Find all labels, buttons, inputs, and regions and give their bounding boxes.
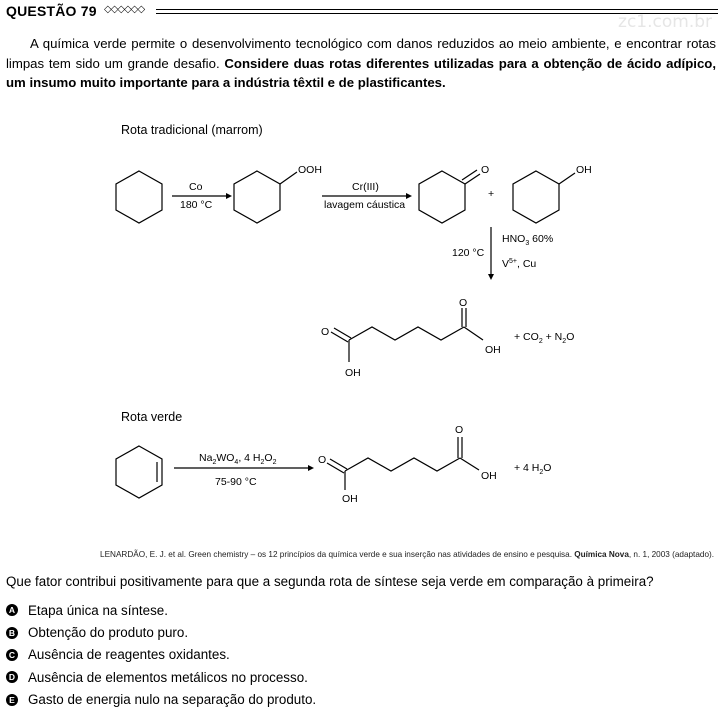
byproducts-route1: + CO2 + N2O bbox=[514, 331, 574, 345]
cyclohexane-ring bbox=[115, 170, 163, 224]
option-c-text: Ausência de reagentes oxidantes. bbox=[28, 647, 230, 663]
arrow-step-1-head bbox=[226, 193, 232, 199]
ooh-bond bbox=[279, 171, 298, 185]
alcohol-oh-label: OH bbox=[576, 164, 592, 176]
cyclohexanone-ring bbox=[418, 170, 466, 224]
answer-options: A Etapa única na síntese. B Obtenção do pr… bbox=[6, 599, 316, 711]
cyclohexanol-ring bbox=[512, 170, 560, 224]
oh-bond bbox=[558, 172, 576, 185]
carbonyl-bond-b bbox=[461, 169, 478, 181]
header-rule-top bbox=[156, 9, 718, 10]
option-d-text: Ausência de elementos metálicos no proce… bbox=[28, 669, 308, 685]
option-a-badge: A bbox=[6, 604, 18, 617]
option-b-text: Obtenção do produto puro. bbox=[28, 625, 189, 641]
step1-temperature: 180 °C bbox=[180, 199, 213, 211]
route-traditional-title: Rota tradicional (marrom) bbox=[121, 123, 263, 137]
acid1-o-right: O bbox=[459, 297, 467, 309]
option-d-badge: D bbox=[6, 671, 18, 684]
option-e-badge: E bbox=[6, 693, 18, 706]
arrow-green-head bbox=[308, 465, 314, 471]
cyclohexene-ring bbox=[115, 445, 163, 499]
option-e[interactable]: E Gasto de energia nulo na separação do p… bbox=[6, 689, 316, 711]
option-c-badge: C bbox=[6, 648, 18, 661]
header-ornament: ◇◇◇◇◇◇ bbox=[104, 4, 145, 15]
acid2-o-right: O bbox=[455, 424, 463, 436]
source-citation: LENARDÃO, E. J. et al. Green chemistry –… bbox=[100, 550, 714, 559]
acid1-oh-right: OH bbox=[485, 344, 501, 356]
question-text: Que fator contribui positivamente para q… bbox=[6, 574, 654, 589]
adipic-acid-route1 bbox=[330, 308, 484, 362]
source-authors: LENARDÃO, E. J. et al. Green chemistry –… bbox=[100, 550, 575, 559]
acid2-oh-right: OH bbox=[481, 470, 497, 482]
step3-acid: HNO3 60% bbox=[502, 233, 553, 247]
option-a[interactable]: A Etapa única na síntese. bbox=[6, 599, 316, 621]
cyclohexyl-hydroperoxide-ring bbox=[233, 170, 281, 224]
step2-reagent: Cr(III) bbox=[352, 181, 379, 193]
arrow-step-3-head bbox=[488, 274, 494, 280]
intro-sentence-2: Considere duas rotas diferentes utilizad… bbox=[6, 55, 716, 91]
ketone-o-label: O bbox=[481, 164, 489, 176]
question-header: QUESTÃO 79 ◇◇◇◇◇◇ bbox=[6, 3, 718, 23]
acid1-oh-left: OH bbox=[345, 367, 361, 379]
header-rule-bottom bbox=[156, 13, 718, 14]
adipic-acid-route2 bbox=[326, 437, 480, 490]
route-green-title: Rota verde bbox=[121, 410, 182, 424]
green-reagents: Na2WO4, 4 H2O2 bbox=[199, 452, 277, 466]
option-e-text: Gasto de energia nulo na separação do pr… bbox=[28, 692, 317, 708]
green-temperature: 75-90 °C bbox=[215, 476, 257, 488]
step1-catalyst: Co bbox=[189, 181, 203, 193]
intro-text: A química verde permite o desenvolviment… bbox=[6, 34, 716, 93]
option-d[interactable]: D Ausência de elementos metálicos no proc… bbox=[6, 666, 316, 688]
acid2-oh-left: OH bbox=[342, 493, 358, 505]
step3-temperature: 120 °C bbox=[452, 247, 485, 259]
question-number: QUESTÃO 79 bbox=[6, 3, 97, 19]
option-b-badge: B bbox=[6, 626, 18, 639]
reaction-scheme: Rota tradicional (marrom) Co 180 °C OOH … bbox=[115, 123, 592, 505]
ooh-label: OOH bbox=[298, 164, 322, 176]
source-journal: Química Nova bbox=[574, 550, 629, 559]
source-details: , n. 1, 2003 (adaptado). bbox=[628, 550, 714, 559]
acid1-o-left: O bbox=[321, 326, 329, 338]
intro-sentence-1: A química verde permite o desenvolviment… bbox=[6, 36, 716, 71]
acid2-o-left: O bbox=[318, 454, 326, 466]
step3-catalyst: V5+, Cu bbox=[502, 258, 536, 270]
option-b[interactable]: B Obtenção do produto puro. bbox=[6, 621, 316, 643]
plus-sign: + bbox=[488, 188, 494, 200]
arrow-step-2-head bbox=[406, 193, 412, 199]
option-a-text: Etapa única na síntese. bbox=[28, 602, 168, 618]
watermark: zc1.com.br bbox=[618, 12, 712, 32]
carbonyl-bond-a bbox=[464, 173, 481, 185]
byproducts-route2: + 4 H2O bbox=[514, 462, 551, 476]
step2-process: lavagem cáustica bbox=[324, 199, 405, 211]
option-c[interactable]: C Ausência de reagentes oxidantes. bbox=[6, 644, 316, 666]
